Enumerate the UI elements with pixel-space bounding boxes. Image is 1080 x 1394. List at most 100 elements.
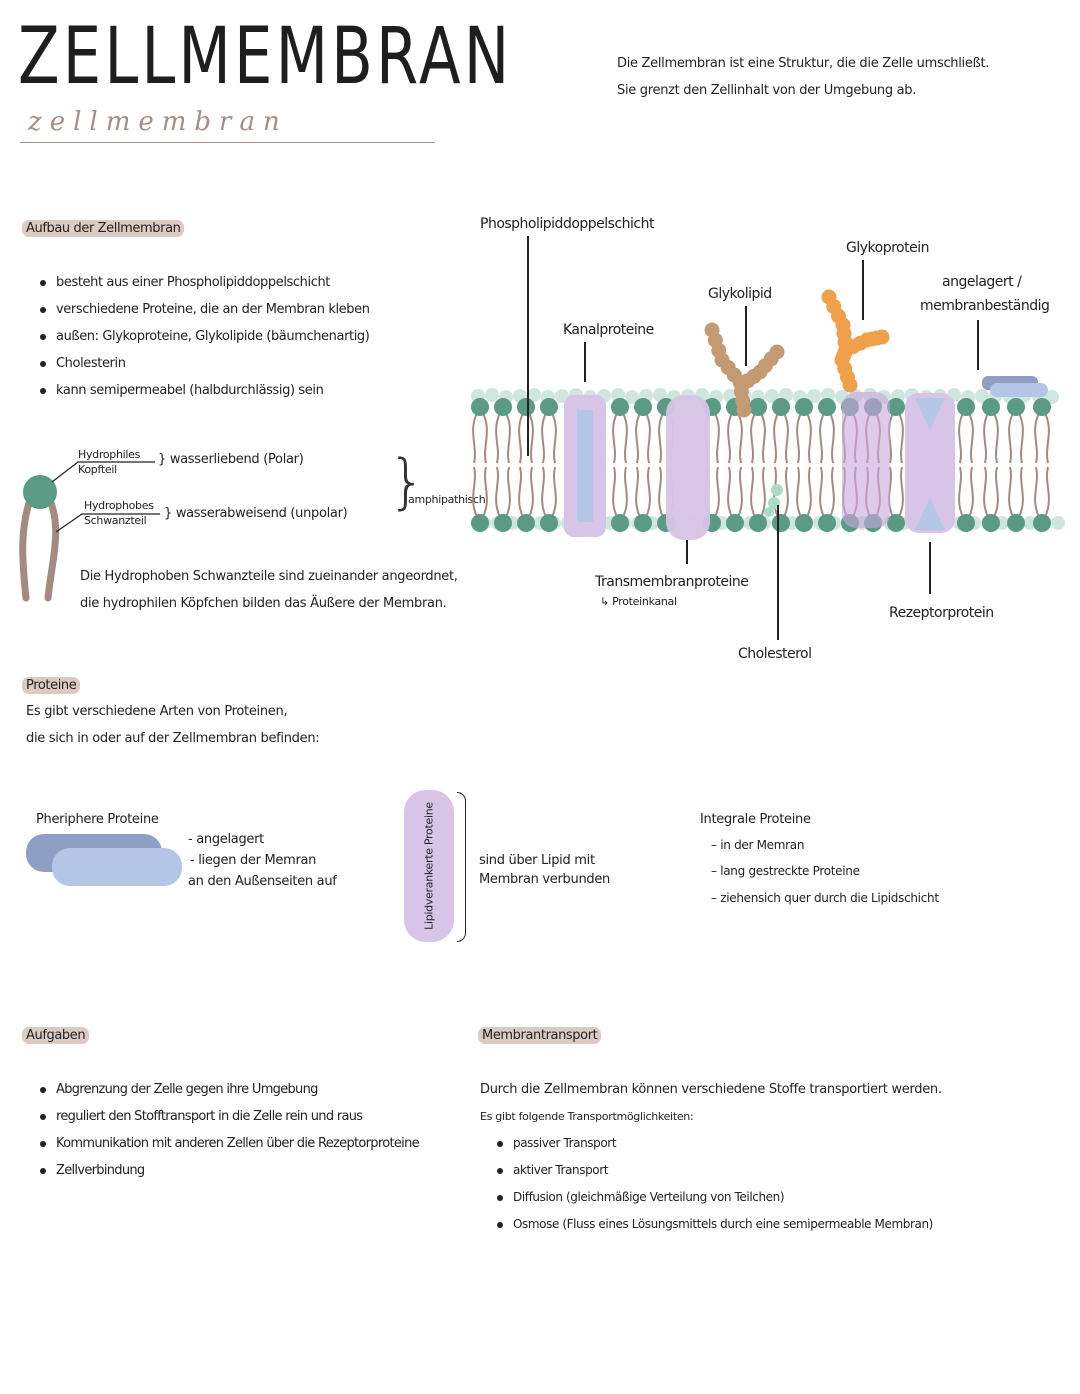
lipid-anchored-label: Lipidverankerte Proteine (422, 802, 436, 930)
lipid-tail (983, 412, 989, 464)
peripheral-protein (990, 383, 1048, 397)
lipid-tail (541, 466, 547, 518)
glycoprotein-chain (842, 377, 858, 393)
lipid-tail (541, 412, 547, 464)
intro-line-2: Sie grenzt den Zellinhalt von der Umgebu… (617, 83, 917, 98)
lipid-head (1007, 398, 1025, 416)
lipid-tail (783, 466, 789, 518)
lipid-head (772, 398, 790, 416)
lipid-tail (551, 412, 557, 464)
label-transmembran: Transmembranproteine (595, 574, 749, 590)
lipid-head (611, 514, 629, 532)
lipid-head (540, 398, 558, 416)
lipid-tail (760, 466, 766, 518)
lipid-head (957, 398, 975, 416)
peripher-point-2: - liegen der Memran (190, 853, 317, 868)
lipid-head (749, 398, 767, 416)
head-desc-text: wasserliebend (Polar) (169, 452, 304, 467)
cholesterol-molecule (771, 484, 783, 496)
receptor-protein (905, 393, 955, 533)
lipid-tail (612, 466, 618, 518)
integral-point-1: – in der Memran (711, 838, 805, 852)
transport-list: passiver Transport aktiver Transport Dif… (497, 1136, 933, 1244)
lipid-head (634, 514, 652, 532)
lipid-head (611, 398, 629, 416)
lipid-tail (806, 412, 812, 464)
pointer-line (929, 542, 931, 594)
lipid-head (818, 398, 836, 416)
lipid-tail (806, 466, 812, 518)
list-item: reguliert den Stofftransport in die Zell… (40, 1109, 419, 1136)
membrane-background-head (765, 389, 779, 403)
lipid-head (471, 398, 489, 416)
lipid-head (982, 398, 1000, 416)
pointer-line (777, 505, 779, 640)
label-angelagert-2: membranbeständig (920, 298, 1050, 314)
note-line-1: Die Hydrophoben Schwanzteile sind zueina… (80, 569, 458, 584)
lipid-tail (658, 466, 664, 518)
membrane-background-head (975, 389, 989, 403)
tail-desc-text: wasserabweisend (unpolar) (175, 506, 348, 521)
pointer-line (862, 260, 864, 320)
lipid-tail (993, 466, 999, 518)
membrane-background-head (625, 390, 639, 404)
glycoprotein-chain (874, 329, 890, 345)
note-line-2: die hydrophilen Köpfchen bilden das Äuße… (80, 596, 447, 611)
lipid-head (772, 514, 790, 532)
lipid-head (634, 398, 652, 416)
lipid-tail (505, 466, 511, 518)
page-title: ZELLMEMBRAN (18, 18, 652, 96)
lipid-tail (1008, 412, 1014, 464)
lipid-head (494, 398, 512, 416)
lipid-head (517, 398, 535, 416)
lipid-tail (819, 412, 825, 464)
lipid-tail (635, 412, 641, 464)
lipid-tail (1034, 412, 1040, 464)
lipid-tail (495, 412, 501, 464)
lipid-tail (958, 466, 964, 518)
peripher-title: Pheriphere Proteine (36, 812, 159, 827)
lipid-tail (760, 412, 766, 464)
lipid-tail (819, 466, 825, 518)
lipid-tail (495, 466, 501, 518)
lipid-tail (505, 412, 511, 464)
lipid-tail (968, 412, 974, 464)
lipid-head (795, 514, 813, 532)
lipid-tail (773, 412, 779, 464)
lipid-head (517, 514, 535, 532)
lipid-tail (1044, 466, 1050, 518)
glycolipid-chain (736, 402, 752, 418)
lipid-tail (472, 412, 478, 464)
cholesterol-molecule (764, 507, 774, 517)
head-label-1: Hydrophiles (78, 448, 141, 461)
head-desc: } wasserliebend (Polar) (158, 452, 304, 467)
lipid-tail (622, 412, 628, 464)
aufgaben-list: Abgrenzung der Zelle gegen ihre Umgebung… (40, 1082, 420, 1190)
list-item: besteht aus einer Phospholipiddoppelschi… (40, 275, 370, 302)
integral-point-2: – lang gestreckte Proteine (711, 864, 860, 878)
peripher-point-1: - angelagert (188, 832, 264, 847)
title-main: ZELLMEMBRAN (18, 12, 513, 102)
lipid-tail (635, 466, 641, 518)
lipid-tail (482, 412, 488, 464)
list-item: aktiver Transport (497, 1163, 933, 1190)
lipid-tail (482, 466, 488, 518)
lipid-head (471, 514, 489, 532)
label-glykolipid: Glykolipid (708, 286, 772, 302)
lipid-desc-2: Membran verbunden (479, 872, 610, 887)
aufbau-list: besteht aus einer Phospholipiddoppelschi… (40, 275, 370, 410)
lipid-tail (829, 412, 835, 464)
membrane-background-head (485, 388, 499, 402)
transport-heading: Membrantransport (478, 1027, 602, 1044)
lipid-brace (457, 792, 466, 942)
phospholipid-illustration (19, 461, 160, 602)
list-item: Abgrenzung der Zelle gegen ihre Umgebung (40, 1082, 419, 1109)
pointer-line (686, 540, 688, 564)
lipid-tail (796, 466, 802, 518)
title-script: zellmembran (28, 107, 288, 137)
lipid-tail (1034, 466, 1040, 518)
lipid-head (749, 514, 767, 532)
label-angelagert-1: angelagert / (942, 274, 1022, 290)
lipid-head (957, 514, 975, 532)
lipid-tail (714, 412, 720, 464)
